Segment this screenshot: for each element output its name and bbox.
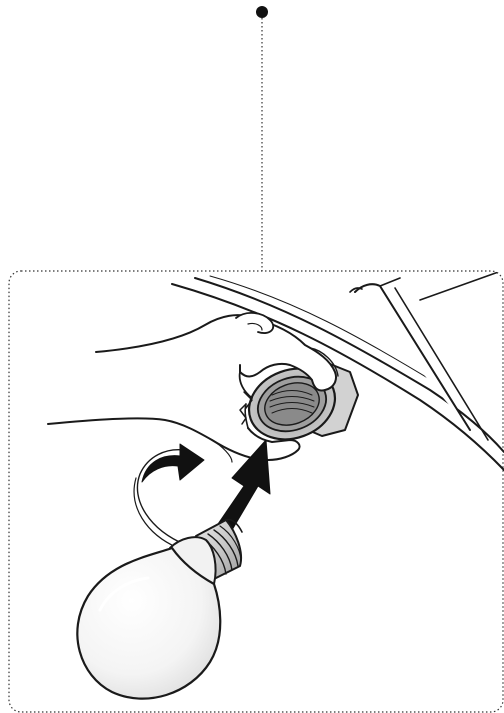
callout-dot: [256, 6, 268, 18]
upper-hand: [95, 312, 339, 409]
detail-frame: [8, 270, 504, 713]
bulb-glass: [76, 546, 222, 700]
light-bulb: [76, 518, 243, 700]
rotate-arrow-icon: [133, 443, 205, 549]
hood-panel: [171, 271, 504, 471]
callout-leader: [256, 6, 268, 271]
